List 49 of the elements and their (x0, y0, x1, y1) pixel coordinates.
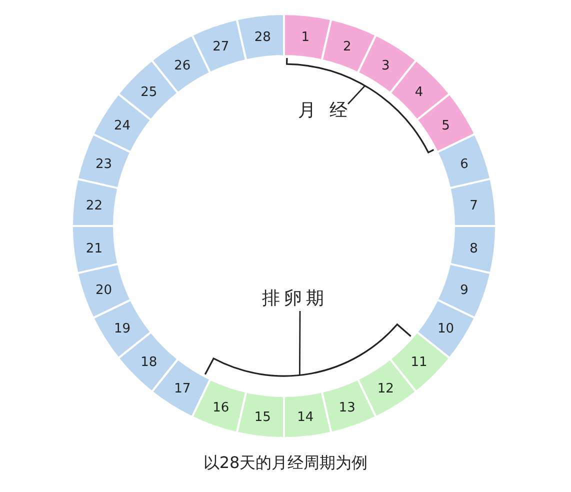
day-number: 23 (95, 156, 112, 172)
day-segment (76, 262, 132, 319)
leader-line (298, 311, 301, 376)
day-number: 19 (114, 322, 131, 337)
day-number: 7 (470, 198, 478, 214)
day-number: 24 (114, 118, 131, 134)
day-number: 16 (212, 400, 230, 416)
day-segment (283, 390, 332, 439)
bracket (286, 58, 434, 154)
day-number: 27 (212, 40, 230, 55)
day-segment (236, 390, 285, 439)
day-number: 12 (377, 382, 394, 397)
day-number: 22 (86, 198, 102, 214)
day-segment (76, 133, 132, 190)
day-segment (71, 225, 120, 274)
day-number: 14 (297, 410, 314, 425)
day-segment (236, 13, 285, 62)
day-segment (436, 133, 492, 190)
day-number: 26 (174, 58, 191, 74)
leader-line (347, 85, 366, 104)
day-number: 17 (174, 382, 191, 397)
day-segment (191, 18, 248, 74)
day-number: 25 (140, 84, 158, 100)
day-segment (356, 34, 418, 94)
day-number: 2 (342, 40, 352, 55)
day-number: 1 (301, 30, 310, 46)
day-number: 15 (254, 410, 271, 425)
day-number: 21 (86, 241, 102, 256)
day-segment (389, 59, 451, 121)
day-number: 6 (460, 156, 468, 172)
day-segment (320, 18, 377, 74)
day-number: 13 (338, 400, 356, 416)
day-number: 18 (140, 355, 158, 370)
caption: 以28天的月经周期为例 (202, 453, 369, 474)
day-number: 4 (414, 84, 424, 100)
day-number: 9 (460, 283, 468, 298)
phase-label: 排卵期 (262, 288, 328, 310)
phase-label: 月 经 (298, 100, 352, 122)
day-number: 5 (442, 118, 450, 134)
bracket (204, 324, 412, 377)
day-number: 28 (254, 30, 271, 46)
day-segment (320, 378, 377, 434)
day-segment (448, 178, 497, 227)
day-number: 10 (437, 322, 454, 337)
day-segment (191, 378, 248, 434)
day-number: 20 (95, 283, 112, 298)
day-number: 11 (410, 355, 428, 370)
day-segment (436, 262, 492, 319)
day-number: 3 (381, 58, 390, 74)
